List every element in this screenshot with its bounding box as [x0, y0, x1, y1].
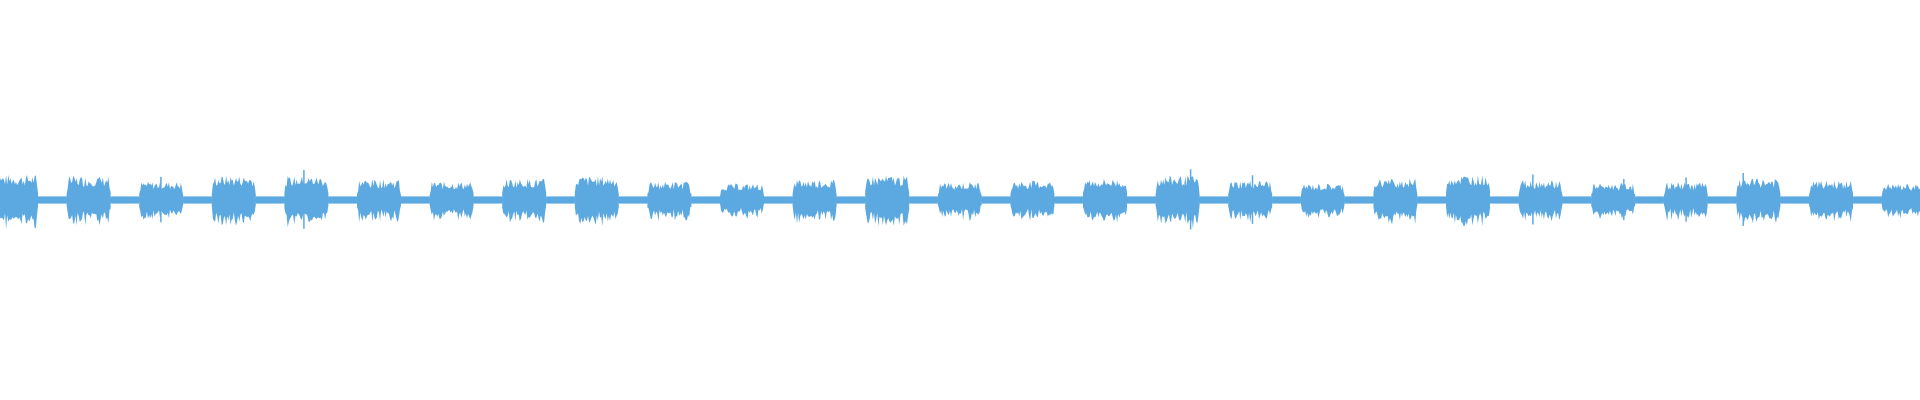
- waveform-segment: [66, 176, 140, 226]
- waveform-segment: [647, 181, 720, 222]
- waveform-quiet-section: [1344, 196, 1374, 204]
- waveform-quiet-section: [1490, 196, 1519, 204]
- waveform-segment-shape: [429, 181, 474, 221]
- waveform-quiet-section: [1635, 196, 1664, 204]
- waveform-segment: [1663, 177, 1737, 222]
- waveform-quiet-section: [183, 196, 212, 204]
- waveform-segment-shape: [0, 175, 38, 230]
- waveform-quiet-section: [546, 196, 575, 204]
- waveform-segment: [865, 175, 938, 227]
- waveform-segment: [1300, 184, 1374, 218]
- waveform-segment-shape: [1881, 183, 1920, 219]
- waveform-segment: [284, 170, 357, 229]
- waveform-segment: [1373, 178, 1446, 225]
- waveform-segment: [357, 179, 430, 223]
- waveform-segment-shape: [1155, 175, 1200, 229]
- waveform-quiet-section: [1272, 196, 1301, 204]
- waveform-quiet-section: [981, 196, 1011, 204]
- waveform-segment: [720, 183, 793, 219]
- waveform-quiet-section: [764, 196, 793, 204]
- waveform-segment: [139, 176, 212, 223]
- waveform-segment-shape: [1591, 183, 1636, 220]
- waveform-segment-shape: [1300, 184, 1345, 218]
- waveform-segment: [792, 179, 866, 224]
- waveform-segment: [1083, 179, 1156, 223]
- waveform-segment: [937, 182, 1011, 222]
- waveform-quiet-section: [618, 196, 648, 204]
- waveform-quiet-section: [1054, 196, 1083, 204]
- waveform-segment-shape: [1446, 175, 1490, 227]
- waveform-segment-shape: [647, 181, 692, 222]
- waveform-segment-shape: [1228, 180, 1273, 223]
- waveform-segment: [1010, 180, 1083, 221]
- waveform-segment-shape: [1518, 180, 1563, 222]
- waveform-segment: [574, 176, 648, 226]
- waveform-segment-shape: [1736, 178, 1781, 224]
- waveform-segment: [1446, 175, 1519, 227]
- waveform-quiet-section: [1562, 196, 1592, 204]
- waveform-segment: [1155, 169, 1229, 230]
- waveform-segment-shape: [1373, 178, 1418, 225]
- waveform-quiet-section: [328, 196, 357, 204]
- waveform-segment-shape: [574, 176, 619, 226]
- waveform-quiet-section: [1417, 196, 1446, 204]
- waveform-segment-shape: [720, 183, 764, 219]
- waveform-segment-shape: [502, 178, 547, 223]
- waveform-quiet-section: [1853, 196, 1882, 204]
- waveform-segment: [1591, 179, 1664, 221]
- waveform-quiet-section: [1707, 196, 1737, 204]
- waveform-quiet-section: [1127, 196, 1156, 204]
- waveform-segment: [429, 181, 503, 221]
- waveform-quiet-section: [1780, 196, 1809, 204]
- waveform-quiet-section: [473, 196, 503, 204]
- waveform-quiet-section: [1199, 196, 1229, 204]
- waveform-segment: [1518, 174, 1592, 225]
- waveform-quiet-section: [255, 196, 285, 204]
- waveform-segment-shape: [211, 175, 256, 226]
- waveform-segments: [0, 169, 1920, 230]
- waveform-segment-shape: [937, 182, 982, 222]
- waveform-quiet-section: [38, 196, 67, 204]
- waveform-segment-shape: [66, 176, 111, 226]
- waveform-segment: [1228, 175, 1301, 224]
- waveform-segment: [211, 175, 285, 226]
- waveform-segment-shape: [865, 175, 910, 227]
- waveform-segment: [0, 175, 67, 230]
- waveform-segment: [502, 178, 575, 223]
- waveform-quiet-section: [401, 196, 430, 204]
- waveform-segment: [1736, 173, 1809, 226]
- waveform-quiet-section: [836, 196, 866, 204]
- waveform-quiet-section: [909, 196, 938, 204]
- waveform-segment-shape: [1010, 180, 1055, 221]
- waveform-segment-shape: [1809, 180, 1853, 223]
- waveform-quiet-section: [691, 196, 720, 204]
- waveform-segment-shape: [357, 179, 401, 223]
- waveform-segment-shape: [792, 179, 837, 224]
- waveform-quiet-section: [110, 196, 140, 204]
- waveform-segment-shape: [284, 176, 329, 228]
- waveform-segment-shape: [1083, 179, 1127, 223]
- waveform-segment: [1809, 180, 1882, 223]
- waveform-segment: [1881, 183, 1920, 219]
